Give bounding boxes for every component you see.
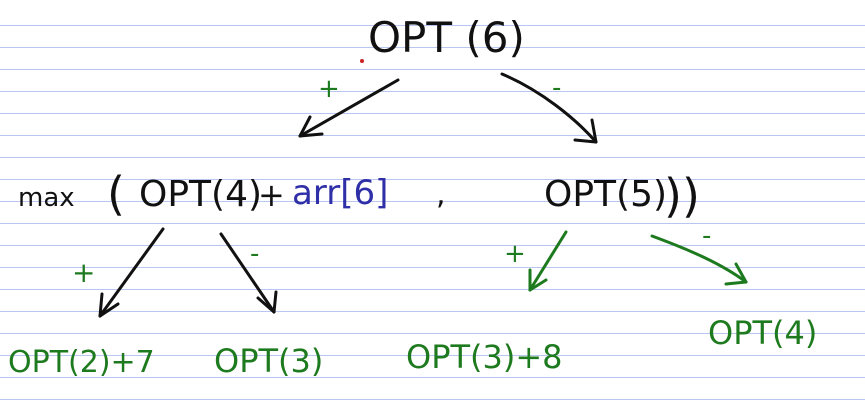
opt5-term: OPT(5) <box>544 174 667 215</box>
root-node-opt6: OPT (6) <box>368 13 525 62</box>
root-right-arrow <box>500 72 598 144</box>
arr6-term: arr[6] <box>292 173 388 213</box>
opt4-left-arrow <box>98 227 165 318</box>
opt5-left-arrow <box>528 230 568 292</box>
plus-sign: + <box>258 176 285 214</box>
comma: , <box>436 177 446 212</box>
opt4-right-arrow <box>219 232 278 314</box>
open-paren: ( <box>107 167 125 221</box>
root-left-sign: + <box>318 74 340 104</box>
red-dot-mark <box>360 59 364 63</box>
opt4-term: OPT(4) <box>139 174 262 215</box>
opt4-left-sign: + <box>72 256 95 289</box>
opt5-right-sign: - <box>702 221 711 251</box>
opt4-right-sign: - <box>250 239 259 269</box>
close-parens: )) <box>664 169 700 223</box>
opt5-right-arrow <box>650 234 748 286</box>
root-right-sign: - <box>552 73 561 103</box>
opt5-left-sign: + <box>504 239 526 269</box>
leaf-opt2-plus-7: OPT(2)+7 <box>8 345 155 380</box>
root-left-arrow <box>298 78 400 138</box>
leaf-opt3-plus-8: OPT(3)+8 <box>406 338 563 376</box>
max-word: max <box>18 183 75 213</box>
leaf-opt3: OPT(3) <box>214 342 323 380</box>
leaf-opt4: OPT(4) <box>708 314 817 352</box>
